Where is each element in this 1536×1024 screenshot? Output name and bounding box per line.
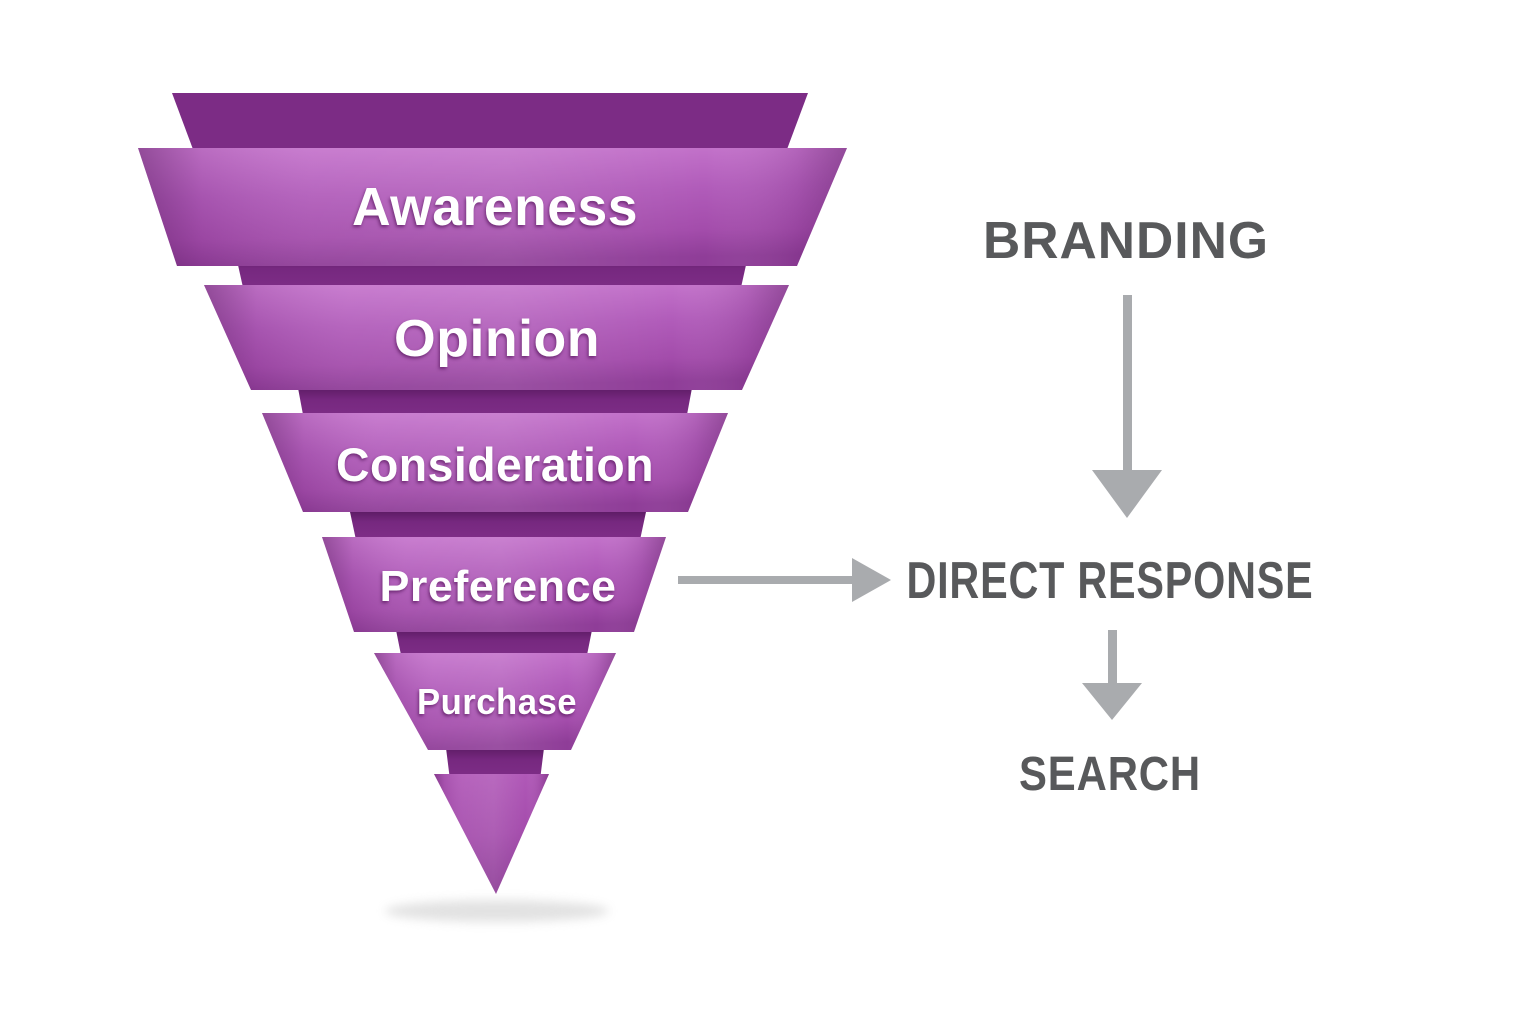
funnel-stage-band-purchase (374, 653, 616, 750)
funnel: Awareness Opinion Consideration Preferen… (138, 93, 847, 894)
funnel-connector (350, 512, 646, 540)
funnel-stage-band-opinion (204, 285, 789, 390)
funnel-ground-shadow (385, 900, 609, 922)
funnel-stage-band-consideration (262, 413, 728, 512)
funnel-stage-label-consideration: Consideration (336, 438, 654, 491)
arrow-down-icon (1092, 295, 1162, 518)
branding-label: BRANDING (983, 212, 1269, 270)
funnel-stage-label-awareness: Awareness (352, 177, 638, 237)
direct-response-label: DIRECT RESPONSE (907, 552, 1314, 610)
funnel-stage-label-opinion: Opinion (394, 310, 600, 368)
funnel-stage-label-preference: Preference (380, 562, 617, 611)
funnel-connector (298, 388, 692, 420)
funnel-stage-label-purchase: Purchase (417, 681, 577, 722)
arrow-right-icon (678, 558, 891, 602)
funnel-stage-band-preference (322, 537, 666, 632)
funnel-top-band (172, 93, 808, 152)
funnel-tip (434, 774, 549, 894)
funnel-connector (396, 630, 592, 660)
channel-flow: BRANDING DIRECT RESPONSE SEARCH (907, 212, 1314, 801)
funnel-stage-band-awareness (138, 148, 847, 266)
arrow-down-icon (1082, 630, 1142, 720)
funnel-connector (446, 748, 544, 780)
search-label: SEARCH (1019, 748, 1201, 801)
